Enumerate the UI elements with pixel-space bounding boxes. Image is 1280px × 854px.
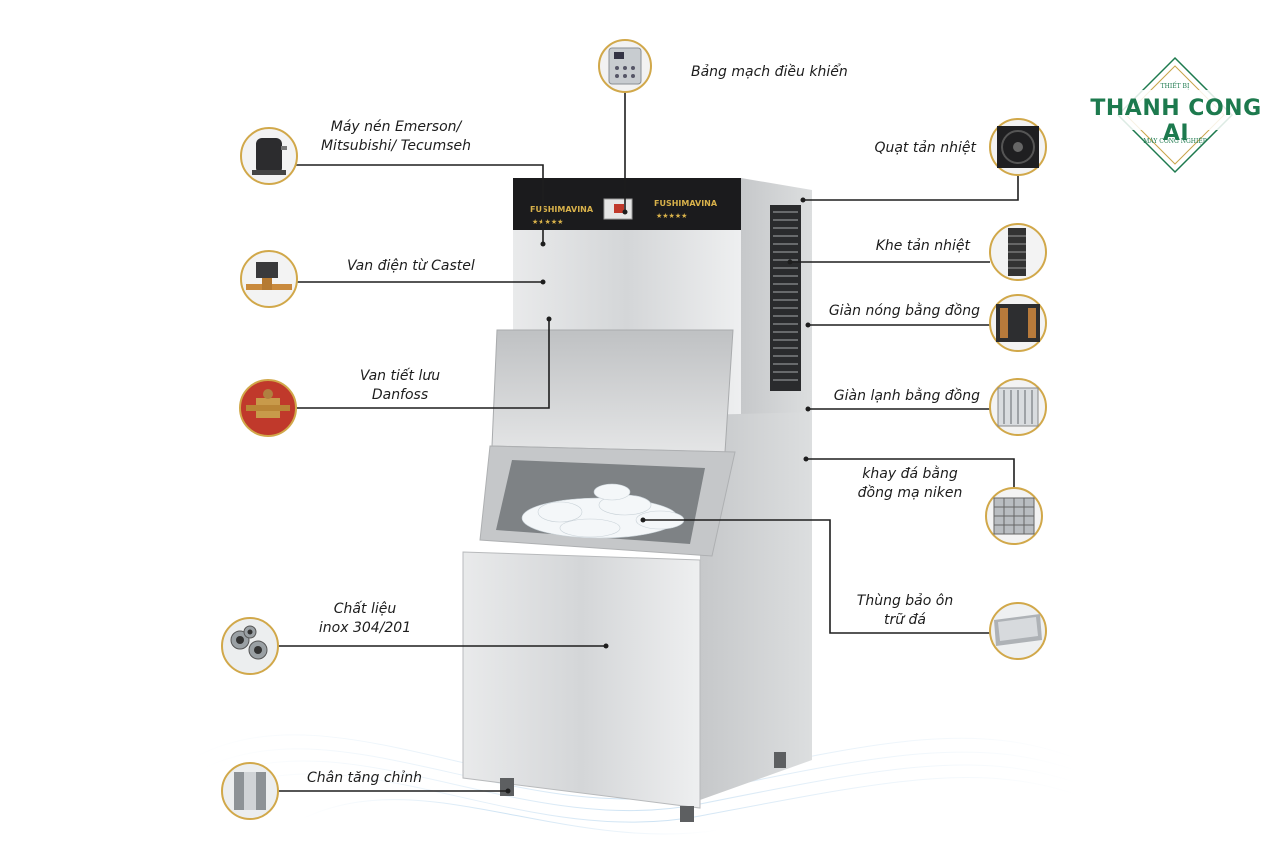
panel-stars-left: ★★★★★ xyxy=(532,218,563,226)
lower-side xyxy=(700,412,812,800)
brand-logo: THIẾT BỊ MÁY CÔNG NGHIỆP xyxy=(1084,56,1266,174)
panel-brand-left: FUSHIMAVINA xyxy=(530,205,594,214)
label-fan: Quạt tản nhiệt xyxy=(874,140,976,156)
label-compressor: Máy nén Emerson/Mitsubishi/ Tecumseh xyxy=(320,119,472,154)
label-control-board: Bảng mạch điều khiển xyxy=(691,64,848,80)
steel-pipes-icon xyxy=(221,617,279,675)
solenoid-valve-icon xyxy=(240,250,298,308)
expansion-valve-icon xyxy=(239,379,297,437)
label-solenoid-valve: Van điện từ Castel xyxy=(347,258,475,274)
control-board-icon xyxy=(598,39,652,93)
label-condenser: Giàn nóng bằng đồng xyxy=(828,303,980,319)
label-legs: Chân tăng chỉnh xyxy=(307,770,423,786)
panel-brand-right: FUSHIMAVINA xyxy=(654,199,718,208)
fan-icon xyxy=(989,118,1047,176)
logo-name: THANH CONG AI xyxy=(1090,96,1262,146)
foot-rear-right xyxy=(774,752,786,768)
evaporator-icon xyxy=(989,378,1047,436)
ice-tray-icon xyxy=(985,487,1043,545)
vent-grille xyxy=(770,205,801,391)
foot-front-left xyxy=(500,778,514,796)
front-door xyxy=(462,551,701,809)
ice-machine: FUSHIMAVINA ★★★★★ FUSHIMAVINA ★★★★★ xyxy=(462,178,812,822)
vent-icon xyxy=(989,223,1047,281)
leader-lines xyxy=(278,92,1019,792)
logo-top-text: THIẾT BỊ xyxy=(1161,82,1190,90)
leader-dots xyxy=(505,197,811,794)
leveling-leg-icon xyxy=(221,762,279,820)
compressor-icon xyxy=(240,127,298,185)
condenser-icon xyxy=(989,294,1047,352)
label-vent: Khe tản nhiệt xyxy=(875,238,970,254)
panel-stars-right: ★★★★★ xyxy=(656,212,687,220)
storage-bin-icon xyxy=(989,602,1047,660)
logo-bottom-text: MÁY CÔNG NGHIỆP xyxy=(1143,137,1207,145)
foot-front-right xyxy=(680,806,694,822)
bin-lid[interactable] xyxy=(491,329,734,453)
label-evaporator: Giàn lạnh bằng đồng xyxy=(833,388,980,404)
